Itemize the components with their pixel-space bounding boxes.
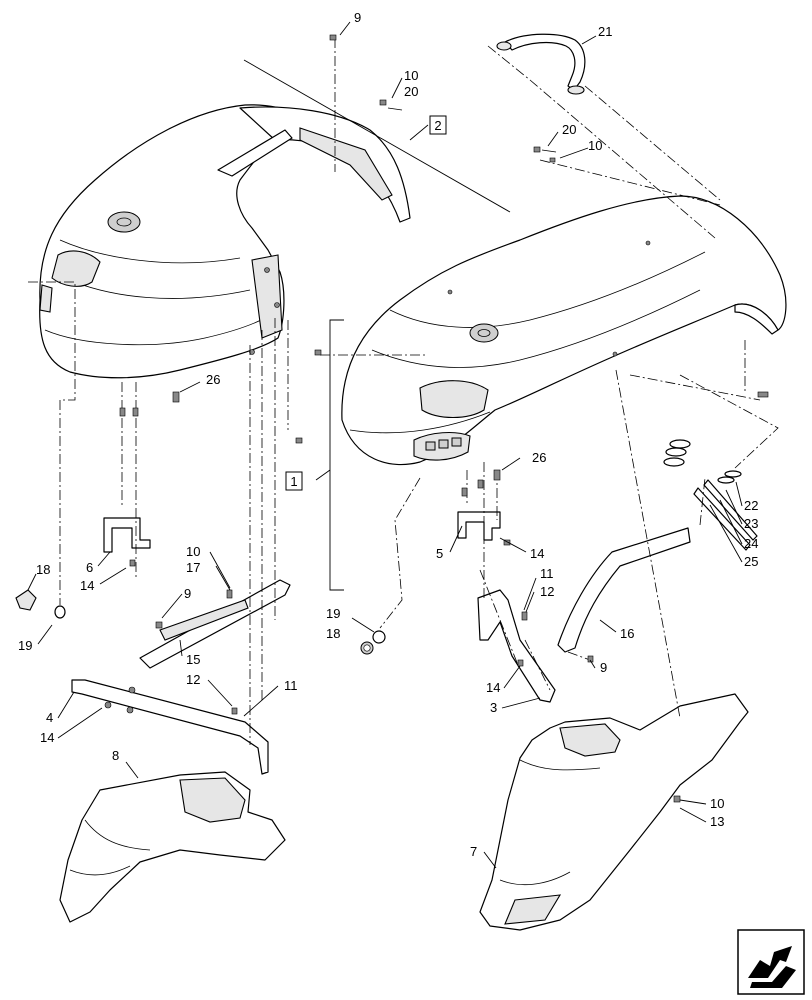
- callout-21: 21: [598, 24, 612, 39]
- callout-2: 2: [434, 118, 441, 133]
- callout-19-mid: 19: [326, 606, 340, 621]
- callout-20-top: 20: [404, 84, 418, 99]
- callout-10-top: 10: [404, 68, 418, 83]
- callout-13: 13: [710, 814, 724, 829]
- arrow-icon[interactable]: [737, 929, 805, 995]
- callout-26-left: 26: [206, 372, 220, 387]
- callout-12-right: 12: [540, 584, 554, 599]
- callout-box-1: 1: [285, 471, 303, 491]
- bracket-5: [457, 511, 501, 541]
- callout-26-right: 26: [532, 450, 546, 465]
- mudguard-8: [59, 771, 286, 923]
- bracket-6: [103, 517, 151, 553]
- callout-24: 24: [744, 536, 758, 551]
- callout-9-right: 9: [600, 660, 607, 675]
- bracket-3: [477, 589, 556, 703]
- callout-16: 16: [620, 626, 634, 641]
- callout-15: 15: [186, 652, 200, 667]
- callout-1: 1: [290, 474, 297, 489]
- callout-10-mid: 10: [186, 544, 200, 559]
- callout-labels: 9 10 20 21 20 10 26 26 22 23 24 25 18 19…: [18, 10, 758, 859]
- callout-22: 22: [744, 498, 758, 513]
- callout-25: 25: [744, 554, 758, 569]
- callout-4: 4: [46, 710, 53, 725]
- support-15: [139, 579, 291, 669]
- callout-14-right-a: 14: [530, 546, 544, 561]
- grommet-18-19: [360, 630, 386, 655]
- left-fender: [39, 104, 411, 379]
- callout-14-right-b: 14: [486, 680, 500, 695]
- callout-18-left: 18: [36, 562, 50, 577]
- strap-16: [557, 527, 691, 653]
- callout-18-mid: 18: [326, 626, 340, 641]
- leaders: [27, 21, 743, 869]
- callout-5: 5: [436, 546, 443, 561]
- callout-11-right: 11: [540, 566, 554, 581]
- callout-box-2: 2: [429, 115, 447, 135]
- callout-23: 23: [744, 516, 758, 531]
- callout-20-right: 20: [562, 122, 576, 137]
- callout-17: 17: [186, 560, 200, 575]
- callout-14-left-b: 14: [40, 730, 54, 745]
- mudguard-7: [479, 693, 749, 931]
- callout-7: 7: [470, 844, 477, 859]
- right-fender: [341, 195, 787, 466]
- callout-9-mid: 9: [184, 586, 191, 601]
- callout-9-top: 9: [354, 10, 361, 25]
- callout-10-right: 10: [588, 138, 602, 153]
- callout-8: 8: [112, 748, 119, 763]
- callout-19-left: 19: [18, 638, 32, 653]
- callout-12-left: 12: [186, 672, 200, 687]
- hardware: [104, 34, 769, 803]
- grab-handle: [496, 33, 586, 95]
- callout-14-left-a: 14: [80, 578, 94, 593]
- callout-3: 3: [490, 700, 497, 715]
- bracket-4: [71, 679, 269, 775]
- callout-10-bottom: 10: [710, 796, 724, 811]
- section-lines: [243, 59, 511, 591]
- callout-11-left: 11: [284, 678, 298, 693]
- plug-18-left: [15, 589, 66, 619]
- callout-6: 6: [86, 560, 93, 575]
